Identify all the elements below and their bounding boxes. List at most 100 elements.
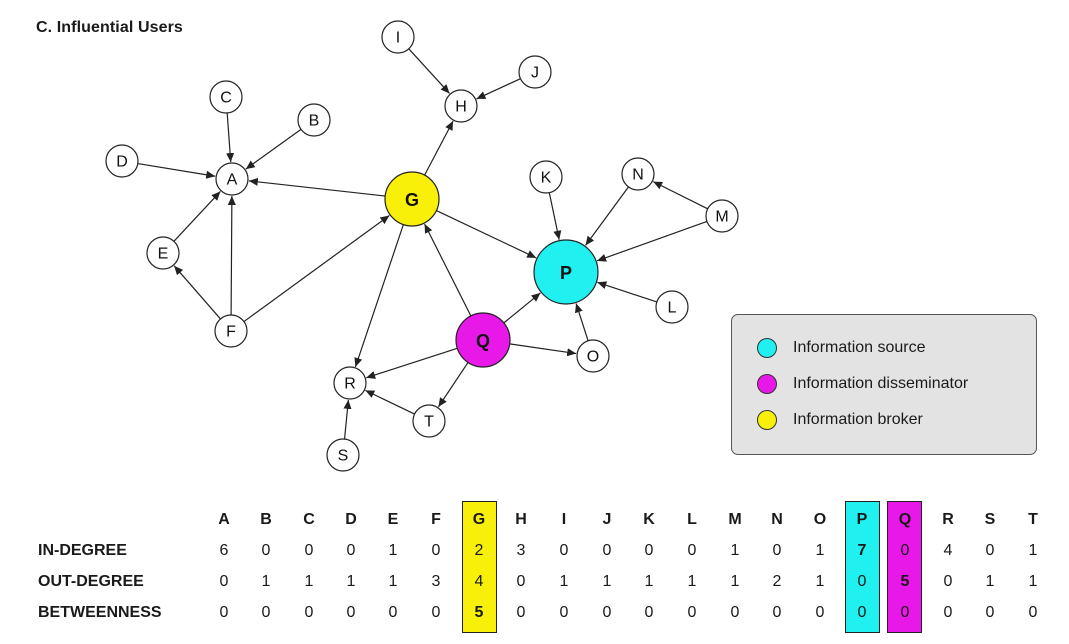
table-cell: 0	[644, 604, 654, 621]
node-circle-c	[209, 80, 243, 114]
table-cell: 1	[388, 573, 398, 590]
table-cell: 1	[602, 573, 612, 590]
node-l: L	[655, 290, 689, 324]
node-label-m: M	[715, 209, 728, 226]
node-label-j: J	[531, 65, 539, 82]
column-header-c: C	[303, 511, 315, 528]
node-circle-f	[214, 314, 248, 348]
table-cell: 1	[730, 573, 740, 590]
table-cell: 0	[261, 604, 271, 621]
legend-label-disseminator: Information disseminator	[793, 375, 969, 392]
table-cell: 0	[900, 542, 910, 559]
table-cell: 3	[431, 573, 441, 590]
node-circle-e	[146, 236, 180, 270]
edge-f-g	[243, 215, 390, 323]
node-p: P	[533, 239, 599, 305]
legend-item-disseminator: Information disseminator	[757, 371, 968, 397]
table-cell: 0	[985, 604, 995, 621]
legend: Information source Information dissemina…	[731, 314, 1037, 455]
table-cell: 2	[772, 573, 782, 590]
node-label-p: P	[560, 263, 572, 283]
node-a: A	[215, 162, 249, 196]
table-cell: 0	[431, 542, 441, 559]
node-label-t: T	[424, 414, 434, 431]
edge-q-o	[509, 343, 577, 357]
node-circle-i	[381, 20, 415, 54]
table-cell: 0	[388, 604, 398, 621]
edge-d-a	[137, 162, 216, 179]
column-header-j: J	[602, 511, 612, 528]
table-cell: 1	[1028, 573, 1038, 590]
node-circle-p	[533, 239, 599, 305]
table-cell: 7	[857, 542, 867, 559]
node-n: N	[621, 157, 655, 191]
node-label-h: H	[455, 99, 467, 116]
table-cell: 0	[516, 573, 526, 590]
node-label-e: E	[158, 246, 169, 263]
table-cell: 2	[474, 542, 484, 559]
node-t: T	[412, 404, 446, 438]
legend-swatch-broker	[757, 410, 777, 430]
node-circle-g	[384, 171, 440, 227]
panel-title: C. Influential Users	[36, 19, 183, 36]
node-label-a: A	[227, 172, 238, 189]
column-header-b: B	[260, 511, 272, 528]
column-header-i: I	[561, 511, 567, 528]
node-label-d: D	[116, 154, 128, 171]
node-circle-l	[655, 290, 689, 324]
legend-item-source: Information source	[757, 335, 926, 361]
column-header-d: D	[345, 511, 357, 528]
table-cell: 0	[516, 604, 526, 621]
node-label-s: S	[338, 448, 349, 465]
legend-label-source: Information source	[793, 339, 926, 356]
node-label-f: F	[226, 324, 236, 341]
node-h: H	[444, 89, 478, 123]
edge-m-n	[652, 181, 708, 210]
edge-f-e	[173, 265, 221, 320]
edge-l-p	[597, 281, 657, 303]
table-cell: 0	[219, 604, 229, 621]
column-header-k: K	[643, 511, 655, 528]
legend-swatch-disseminator	[757, 374, 777, 394]
edge-q-r	[365, 347, 458, 379]
node-b: B	[297, 103, 331, 137]
edge-j-h	[476, 78, 521, 100]
table-cell: 0	[985, 542, 995, 559]
table-cell: 1	[985, 573, 995, 590]
column-header-s: S	[984, 511, 996, 528]
legend-label-broker: Information broker	[793, 411, 923, 428]
node-c: C	[209, 80, 243, 114]
table-cell: 0	[346, 604, 356, 621]
table-cell: 0	[261, 542, 271, 559]
table-cell: 0	[857, 573, 867, 590]
node-g: G	[384, 171, 440, 227]
node-circle-a	[215, 162, 249, 196]
node-label-c: C	[220, 90, 232, 107]
column-header-r: R	[942, 511, 954, 528]
table-cell: 1	[730, 542, 740, 559]
node-e: E	[146, 236, 180, 270]
table-cell: 1	[815, 542, 825, 559]
node-circle-d	[105, 144, 139, 178]
node-q: Q	[455, 312, 511, 368]
table-cell: 0	[1028, 604, 1038, 621]
table-cell: 1	[304, 573, 314, 590]
table-cell: 0	[943, 573, 953, 590]
table-cell: 0	[687, 542, 697, 559]
edge-g-h	[424, 120, 454, 176]
table-cell: 5	[900, 573, 910, 590]
edge-e-a	[173, 191, 221, 242]
node-f: F	[214, 314, 248, 348]
node-circle-b	[297, 103, 331, 137]
node-circle-o	[576, 339, 610, 373]
column-header-e: E	[387, 511, 399, 528]
table-cell: 0	[602, 604, 612, 621]
column-header-t: T	[1028, 511, 1038, 528]
table-cell: 0	[559, 604, 569, 621]
edges-layer	[137, 48, 708, 440]
node-circle-m	[705, 199, 739, 233]
node-circle-k	[529, 160, 563, 194]
node-circle-r	[333, 366, 367, 400]
